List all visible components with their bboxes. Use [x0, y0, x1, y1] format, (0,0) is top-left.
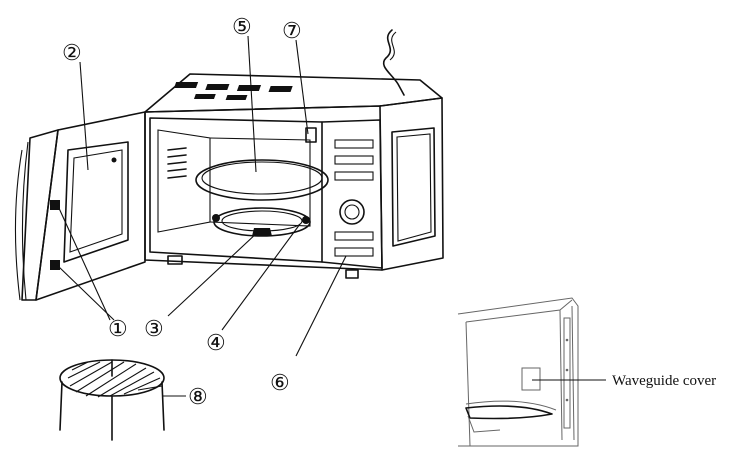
power-cord	[382, 29, 405, 96]
cabinet-side	[379, 97, 444, 271]
door-window	[63, 141, 129, 263]
waveguide-cover-label: Waveguide cover	[612, 373, 716, 389]
leader-lines	[57, 35, 347, 397]
callout-2: ②	[62, 41, 82, 66]
callout-6: ⑥	[270, 371, 290, 396]
foot-right	[345, 269, 359, 279]
waveguide-cover-plate	[521, 367, 541, 391]
callout-4: ④	[206, 331, 226, 356]
control-buttons	[334, 139, 374, 257]
door-latch-hooks	[50, 200, 60, 270]
waveguide-inset: Waveguide cover	[457, 297, 716, 447]
glass-tray	[195, 159, 329, 201]
side-window	[391, 127, 436, 247]
control-panel	[321, 119, 383, 269]
cabinet-top	[144, 73, 443, 113]
cavity-vents	[167, 147, 187, 179]
callout-3: ③	[144, 317, 164, 342]
callout-labels: ① ② ③ ④ ⑤ ⑥ ⑦ ⑧	[62, 15, 302, 410]
turntable-shaft	[252, 228, 272, 236]
cabinet-front	[144, 105, 383, 271]
oven-door	[14, 111, 146, 301]
callout-5: ⑤	[232, 15, 252, 40]
top-vents	[173, 82, 293, 100]
callout-8: ⑧	[188, 385, 208, 410]
control-dial	[339, 199, 365, 225]
microwave-oven	[144, 29, 444, 279]
wire-rack	[59, 359, 165, 441]
callout-1: ①	[108, 317, 128, 342]
callout-7: ⑦	[282, 19, 302, 44]
foot-left	[167, 255, 183, 265]
